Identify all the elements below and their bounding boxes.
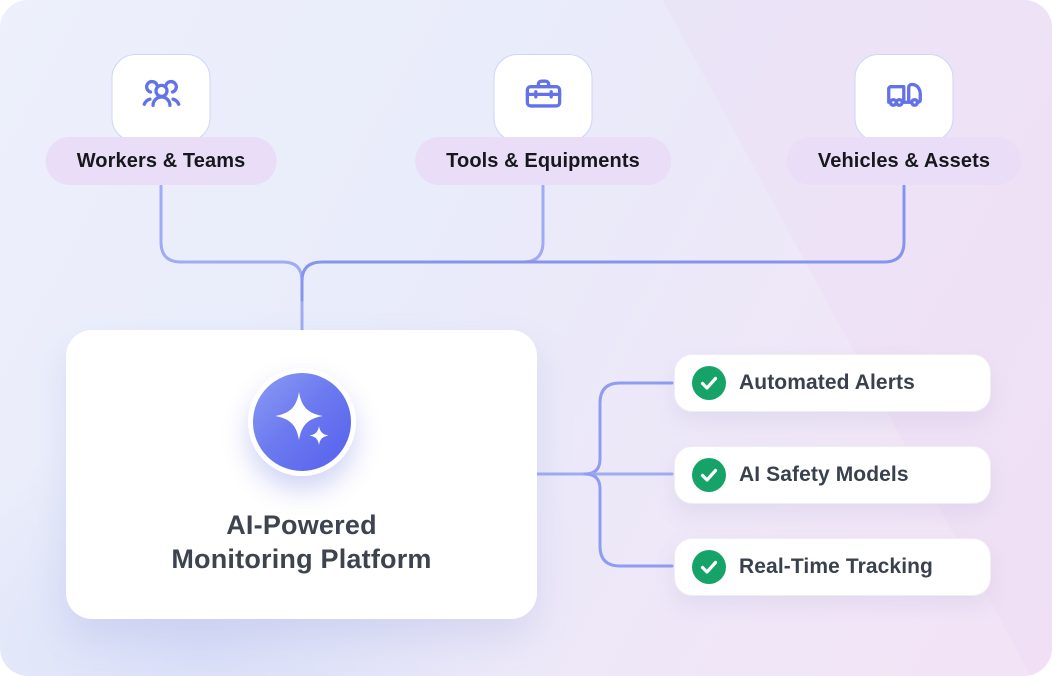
- platform-title: AI-Powered Monitoring Platform: [66, 508, 537, 576]
- platform-title-line2: Monitoring Platform: [171, 544, 432, 574]
- feature-label: AI Safety Models: [739, 463, 909, 486]
- feature-ai-safety-models: AI Safety Models: [674, 446, 991, 504]
- sparkles-icon: [247, 368, 356, 476]
- feature-automated-alerts: Automated Alerts: [674, 354, 991, 412]
- team-icon: [142, 79, 180, 108]
- tools-label: Tools & Equipments: [415, 137, 671, 185]
- feature-label: Real-Time Tracking: [739, 555, 933, 578]
- check-icon: [692, 458, 726, 492]
- feature-label: Automated Alerts: [739, 371, 915, 394]
- check-icon: [692, 550, 726, 584]
- feature-real-time-tracking: Real-Time Tracking: [674, 538, 991, 596]
- toolbox-icon: [525, 79, 561, 108]
- sparkles-glyph: [274, 392, 328, 445]
- vehicles-icon-card: [854, 54, 954, 142]
- workers-label: Workers & Teams: [45, 137, 277, 185]
- truck-icon: [886, 82, 922, 107]
- platform-title-line1: AI-Powered: [226, 510, 377, 540]
- vehicles-label: Vehicles & Assets: [786, 137, 1022, 185]
- check-icon: [692, 366, 726, 400]
- platform-card: AI-Powered Monitoring Platform: [66, 330, 537, 619]
- tools-icon-card: [493, 54, 593, 142]
- workers-icon-card: [111, 54, 211, 142]
